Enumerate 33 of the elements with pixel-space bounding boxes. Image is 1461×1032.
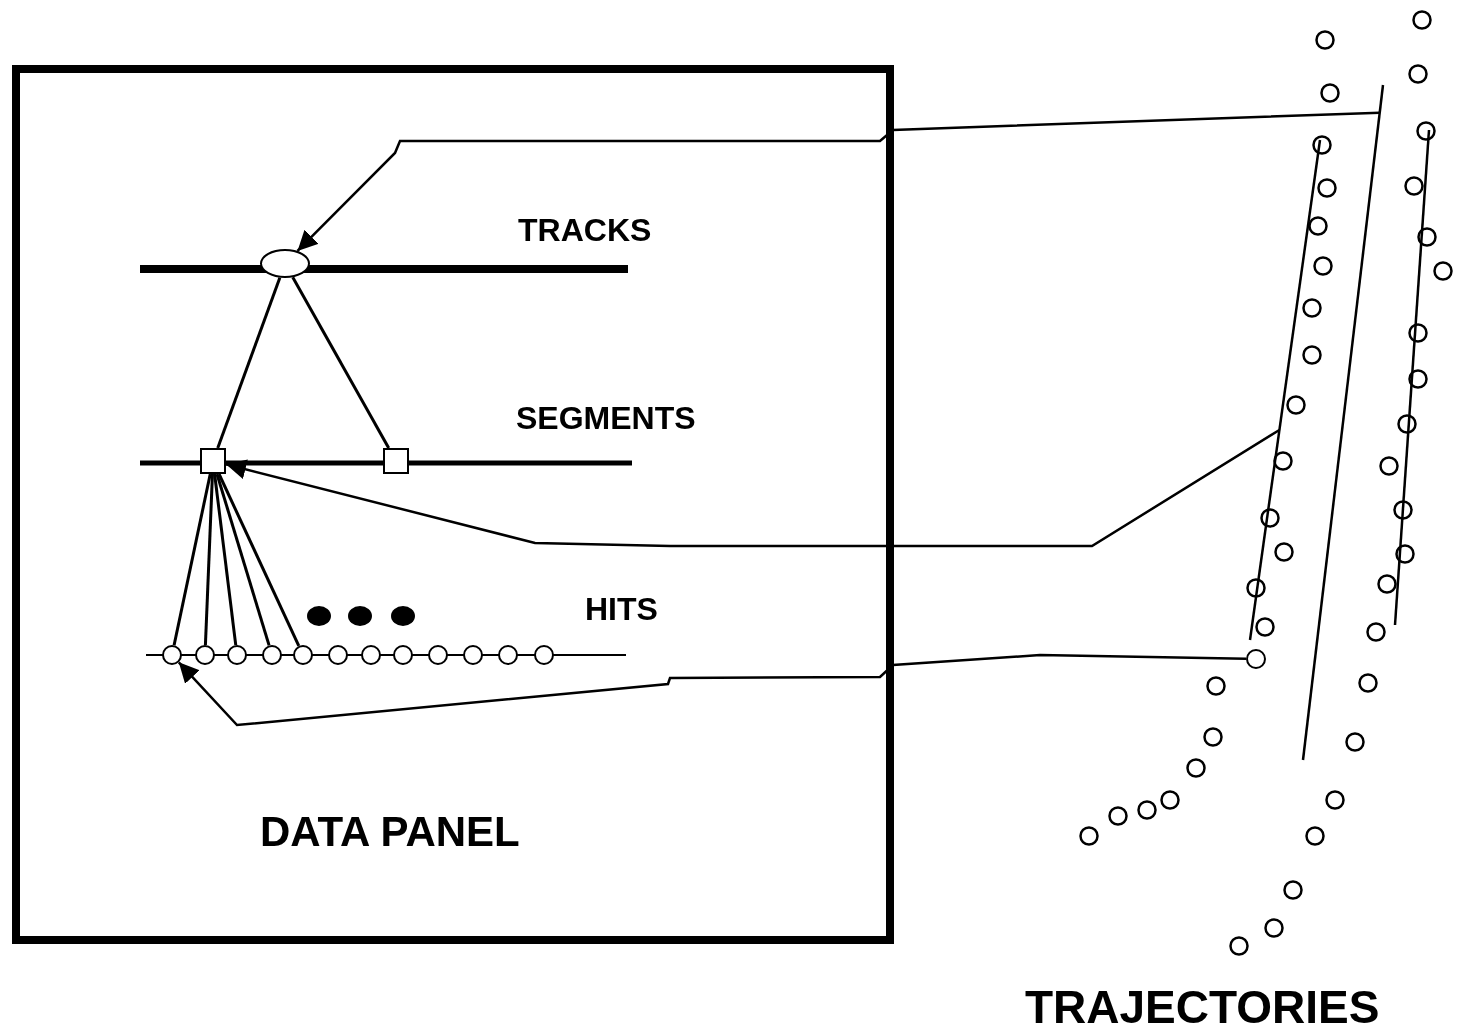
link-line <box>216 277 282 449</box>
link-line <box>172 473 212 646</box>
trajectories-label: TRAJECTORIES <box>1025 980 1380 1032</box>
hit-circle <box>195 645 215 665</box>
level-label: HITS <box>585 591 658 628</box>
link-line <box>203 473 214 646</box>
hit-circle <box>498 645 518 665</box>
link-line <box>215 473 271 646</box>
hit-circle <box>361 645 381 665</box>
level-label: SEGMENTS <box>516 400 696 437</box>
hit-circle <box>463 645 483 665</box>
segment-square <box>383 448 409 474</box>
arrow <box>225 428 1281 548</box>
panel-frame <box>12 65 894 944</box>
arrow <box>177 653 1247 727</box>
link-line <box>217 473 301 647</box>
segment-square <box>200 448 226 474</box>
hit-circle <box>1246 649 1266 669</box>
panel-title: DATA PANEL <box>260 808 520 856</box>
hit-circle <box>393 645 413 665</box>
hit-circle <box>534 645 554 665</box>
trajectory-line <box>1300 83 1386 763</box>
hit-circle <box>227 645 247 665</box>
hit-circle <box>428 645 448 665</box>
hit-circle <box>293 645 313 665</box>
trajectory-line <box>1247 138 1323 643</box>
arrow <box>296 111 1380 252</box>
hit-circle <box>262 645 282 665</box>
link-line <box>213 473 238 646</box>
hit-circle <box>162 645 182 665</box>
hit-circle <box>328 645 348 665</box>
link-line <box>291 276 390 449</box>
level-label: TRACKS <box>518 212 652 249</box>
